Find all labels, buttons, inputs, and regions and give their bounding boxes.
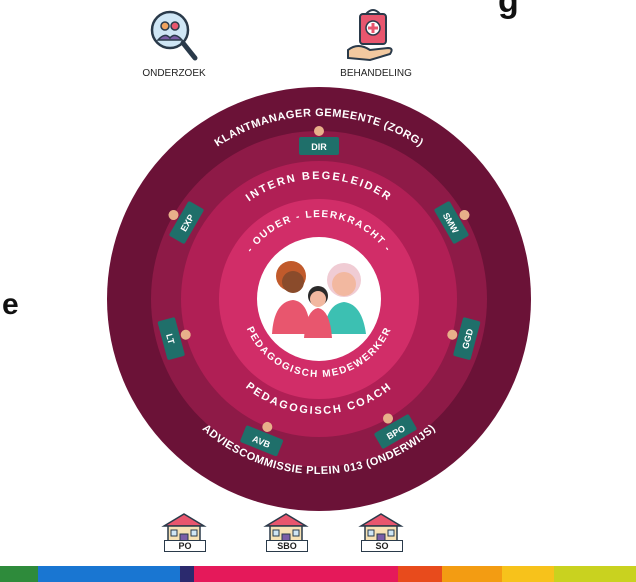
school-po: PO — [160, 510, 208, 558]
sign-dir: DIR — [299, 126, 339, 155]
school-label: SBO — [266, 540, 308, 552]
footer-stripe-segment — [180, 566, 194, 582]
school-label: SO — [361, 540, 403, 552]
footer-stripe-segment — [554, 566, 636, 582]
sign-lt: LT — [157, 317, 191, 360]
footer-stripe-segment — [38, 566, 180, 582]
behandeling-icon — [347, 9, 393, 62]
footer-stripe-segment — [194, 566, 398, 582]
sign-label: DIR — [311, 142, 327, 152]
sign-exp: EXP — [168, 201, 204, 244]
school-label: PO — [164, 540, 206, 552]
left-edge-text: e — [2, 288, 19, 321]
sign-bpo: BPO — [374, 413, 417, 449]
top-right-edge-text: g — [498, 0, 519, 20]
onderzoek-label: ONDERZOEK — [142, 68, 206, 79]
footer-stripe-segment — [398, 566, 442, 582]
family-icon — [272, 261, 366, 338]
footer-stripe-segment — [442, 566, 502, 582]
school-sbo: SBO — [262, 510, 310, 558]
footer-stripe-segment — [502, 566, 554, 582]
school-so: SO — [357, 510, 405, 558]
footer-stripe-segment — [0, 566, 38, 582]
behandeling-label: BEHANDELING — [340, 68, 412, 79]
sign-smw: SMW — [434, 201, 470, 244]
ring-diagram: KLANTMANAGER GEMEENTE (ZORG) ADVIESCOMMI… — [107, 87, 531, 511]
sign-label: LT — [164, 333, 176, 346]
signs-layer: DIR SMW GGD BPO AVB LT EXP — [157, 126, 481, 457]
onderzoek-icon — [150, 10, 198, 61]
sign-avb: AVB — [240, 421, 283, 457]
sign-ggd: GGD — [447, 317, 481, 360]
